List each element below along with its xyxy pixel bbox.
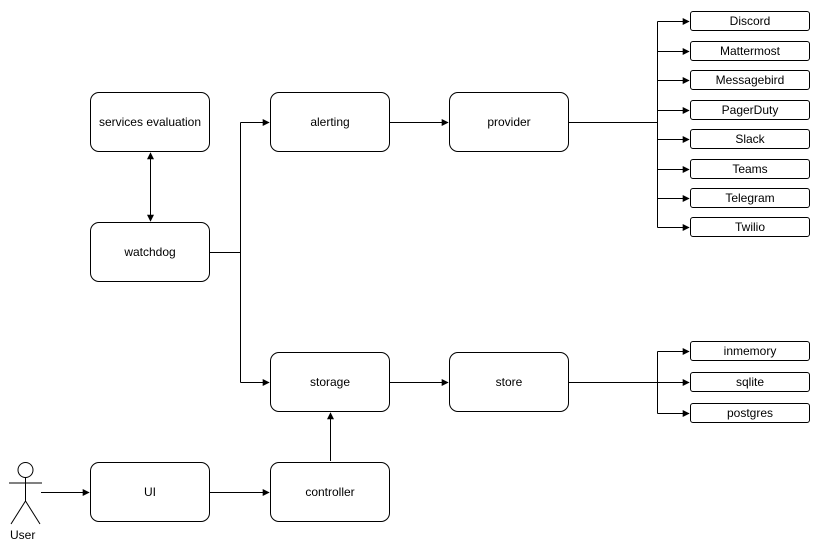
node-provider: provider [449, 92, 569, 152]
node-store-sqlite: sqlite [690, 372, 810, 392]
node-controller: controller [270, 462, 390, 522]
actor-legs [10, 500, 41, 525]
node-provider-telegram: Telegram [690, 188, 810, 208]
node-storage: storage [270, 352, 390, 412]
edge-watchdog-trunk [210, 122, 241, 383]
node-alerting: alerting [270, 92, 390, 152]
node-store-postgres: postgres [690, 403, 810, 423]
node-provider-pagerduty: PagerDuty [690, 100, 810, 120]
node-provider-mattermost: Mattermost [690, 41, 810, 61]
node-services-evaluation: services evaluation [90, 92, 210, 152]
node-provider-discord: Discord [690, 11, 810, 31]
user-actor-figure [9, 462, 42, 525]
node-provider-messagebird: Messagebird [690, 70, 810, 90]
actor-head [17, 462, 34, 478]
node-store: store [449, 352, 569, 412]
edge-store-trunk [569, 351, 658, 414]
user-actor-label: User [10, 528, 36, 542]
node-provider-twilio: Twilio [690, 217, 810, 237]
node-provider-slack: Slack [690, 129, 810, 149]
node-store-inmemory: inmemory [690, 341, 810, 361]
node-provider-teams: Teams [690, 159, 810, 179]
node-ui: UI [90, 462, 210, 522]
edge-provider-trunk [569, 21, 658, 228]
node-watchdog: watchdog [90, 222, 210, 282]
